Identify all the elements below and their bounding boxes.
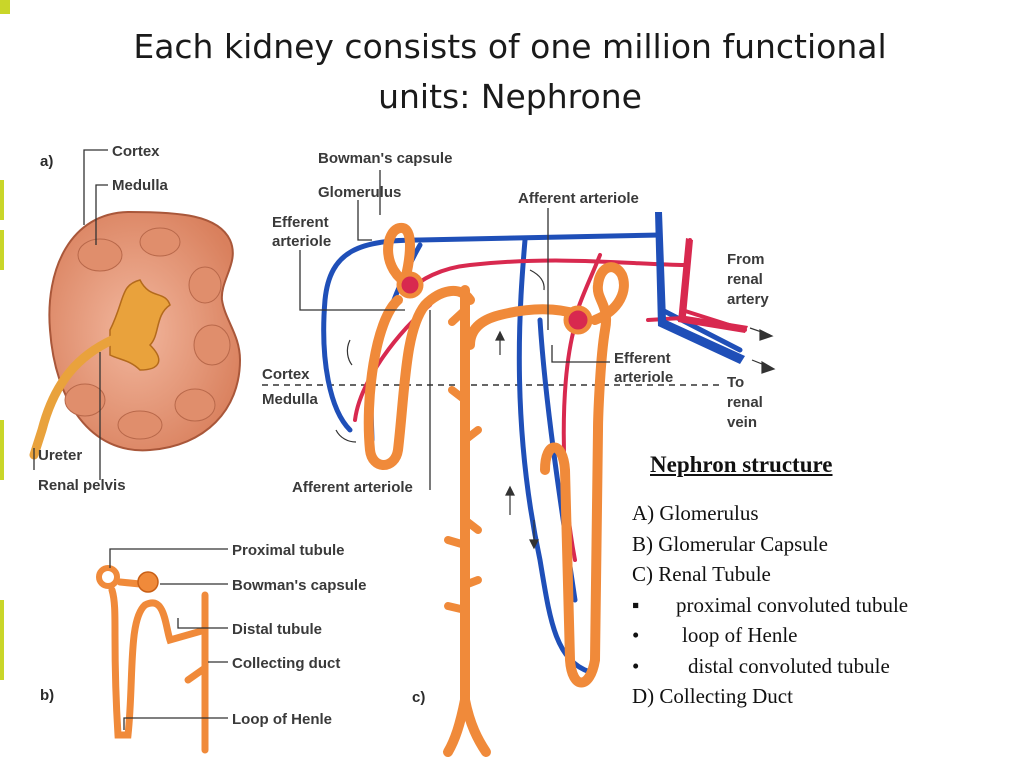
legend-item-loop-of-henle: • loop of Henle [632,620,992,651]
collecting-duct-branches [444,306,482,614]
label-efferent-arteriole-2-line2: arteriole [614,369,673,386]
legend-item-text: distal convoluted tubule [688,653,890,678]
legend-item-text: A) Glomerulus [632,501,759,525]
panel-b-nephron: b) Proximal tubule Bowman's capsule Dist… [40,542,366,754]
label-bowmans-capsule-c: Bowman's capsule [318,150,452,167]
dot-bullet-icon: • [632,623,640,647]
legend-item-text: loop of Henle [682,623,798,647]
label-to-renal-vein-line2: renal [727,394,763,411]
legend-item-glomerulus: A) Glomerulus [632,498,992,529]
glomerulus-right [563,305,593,335]
label-afferent-arteriole-bottom: Afferent arteriole [292,479,413,496]
ureter-tube [29,335,117,460]
label-medulla-c: Medulla [262,391,318,408]
panel-b-tag: b) [40,687,54,704]
legend-item-text: proximal convoluted tubule [676,592,909,617]
legend-item-distal-convoluted-tubule: • distal convoluted tubule [632,651,992,682]
slide-title-line-1: Each kidney consists of one million func… [133,27,887,66]
label-efferent-arteriole-1-line2: arteriole [272,233,331,250]
panel-a-kidney: a) Cortex Medulla Ureter Renal pelvis [29,143,242,494]
label-collecting-duct: Collecting duct [232,655,340,672]
panel-c-nephron: c) [262,150,776,757]
label-to-renal-vein-line3: vein [727,414,757,431]
label-cortex-c: Cortex [262,366,310,383]
renal-tubules [363,223,629,757]
legend-title: Nephron structure [650,452,833,477]
panel-c-leader-lines [299,170,610,490]
glomerulus-left [396,271,424,299]
label-afferent-arteriole-top: Afferent arteriole [518,190,639,207]
legend-item-renal-tubule: C) Renal Tubule [632,559,992,590]
renal-pyramids [64,227,231,440]
legend-item-text: C) Renal Tubule [632,562,771,586]
legend-item-glomerular-capsule: B) Glomerular Capsule [632,529,992,560]
renal-vein-trunk [655,212,745,364]
panel-b-bowmans-capsule [137,571,159,593]
label-distal-tubule: Distal tubule [232,621,322,638]
slide-title: Each kidney consists of one million func… [100,22,920,122]
legend-item-collecting-duct: D) Collecting Duct [632,681,992,712]
panel-c-tag: c) [412,689,425,706]
label-proximal-tubule: Proximal tubule [232,542,345,559]
label-from-renal-artery-line1: From [727,251,765,268]
label-efferent-arteriole-2-line1: Efferent [614,350,671,367]
legend-item-text: B) Glomerular Capsule [632,531,828,556]
nephron-structure-legend: Nephron structure A) Glomerulus B) Glome… [632,452,992,712]
label-bowmans-capsule-b: Bowman's capsule [232,577,366,594]
label-renal-pelvis: Renal pelvis [38,477,126,494]
label-from-renal-artery-line3: artery [727,291,769,308]
panel-a-tag: a) [40,153,53,170]
legend-item-proximal-convoluted-tubule: ▪ proximal convoluted tubule [632,590,992,621]
label-medulla-a: Medulla [112,177,168,194]
panel-b-leader-lines [109,548,228,730]
legend-item-text: D) Collecting Duct [632,684,793,708]
label-efferent-arteriole-1-line1: Efferent [272,214,329,231]
dot-bullet-icon: • [632,653,640,678]
slide-title-line-2: units: Nephrone [378,77,642,116]
panel-a-leader-lines [33,149,108,480]
renal-pelvis-shape [109,279,171,371]
panel-b-tubule [96,565,209,754]
left-accent-strip [0,0,10,680]
flow-arrows [335,269,776,550]
label-cortex-a: Cortex [112,143,160,160]
label-glomerulus: Glomerulus [318,184,401,201]
label-ureter: Ureter [38,447,82,464]
label-to-renal-vein-line1: To [727,374,744,391]
square-bullet-icon: ▪ [632,592,640,617]
label-loop-of-henle: Loop of Henle [232,711,332,728]
label-from-renal-artery-line2: renal [727,271,763,288]
